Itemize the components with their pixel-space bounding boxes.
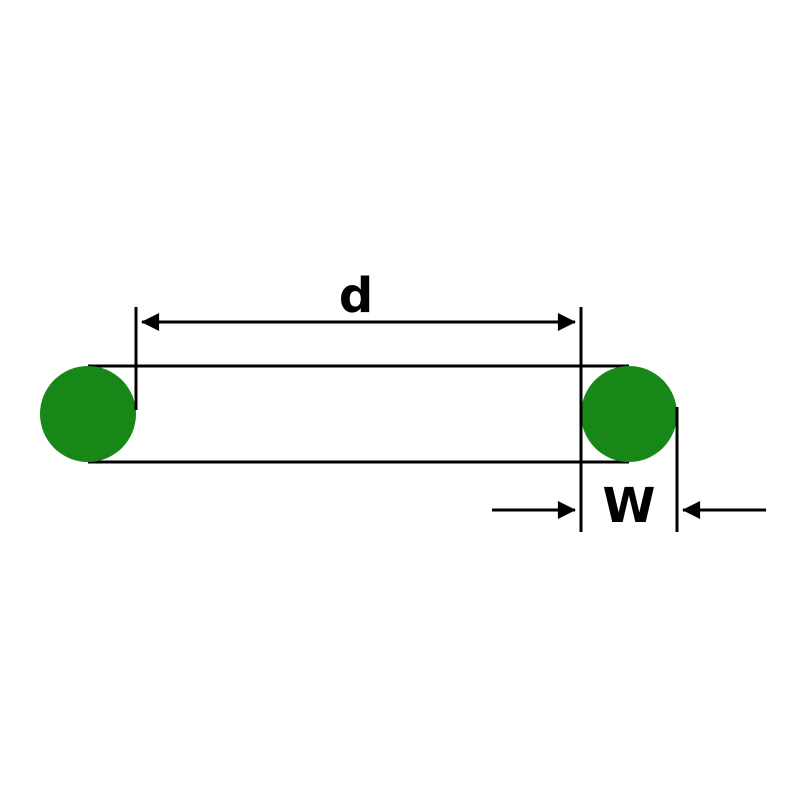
inner-diameter-label: d	[339, 268, 373, 324]
cross-section-width-label: W	[603, 478, 656, 534]
right-cross-section-circle	[581, 366, 677, 462]
left-cross-section-circle	[40, 366, 136, 462]
